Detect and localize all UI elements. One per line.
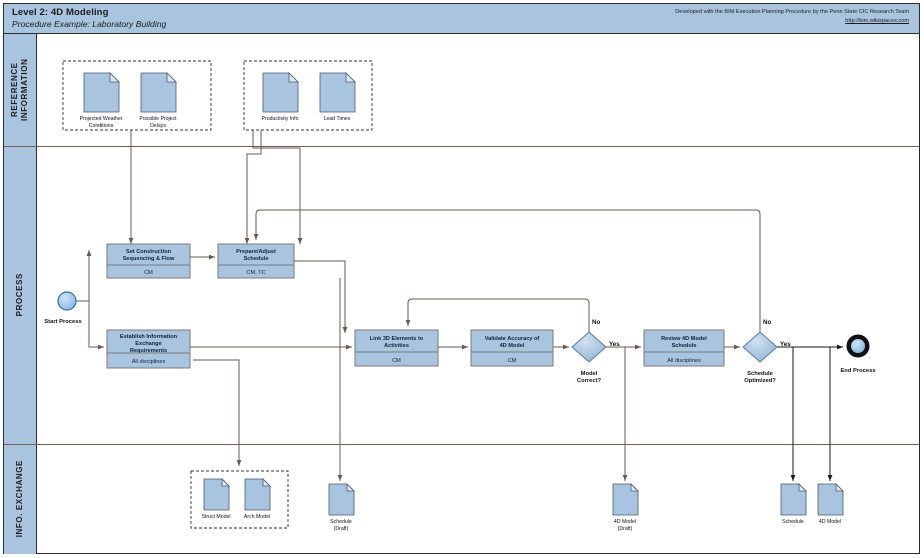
reference-doc-label: Possible Project — [139, 116, 177, 122]
reference-doc-possible-project-delays[interactable]: Possible Project Delays — [139, 72, 177, 129]
reference-doc-label: Projected Weather — [80, 116, 123, 122]
task-set-construction-sequencing[interactable]: Set Construction Sequencing & Flow CM — [106, 243, 191, 279]
exchange-doc-label-line-1: 4D Model — [614, 519, 636, 525]
task-role: CM — [144, 270, 153, 276]
task-title-line-1: Prepare/Adjust — [236, 249, 276, 255]
gateway-label-line-2: Optimized? — [744, 378, 776, 384]
flow-gateway2-no-to-prepare — [253, 209, 761, 332]
reference-doc-projected-weather-conditions[interactable]: Projected Weather Conditions — [80, 72, 123, 129]
exchange-doc-4d-model[interactable]: 4D Model — [817, 483, 844, 525]
flow-models-to-establish — [193, 359, 240, 466]
task-establish-info-exchange-requirements[interactable]: Establish Information Exchange Requireme… — [106, 329, 191, 369]
gateway-label-line-1: Schedule — [747, 371, 774, 377]
task-title-line-1: Review 4D Model — [661, 336, 707, 342]
task-title-line-2: Activities — [384, 343, 409, 349]
reference-doc-label-2: Conditions — [89, 123, 114, 129]
task-title-line-2: Schedule — [244, 256, 269, 262]
task-title-line-3: Requirements — [130, 348, 167, 354]
task-title-line-1: Validate Accuracy of — [485, 336, 540, 342]
page-border — [3, 3, 920, 554]
flow-ref2b-to-prepare-schedule — [252, 130, 303, 244]
lane-label-reference: REFERENCE INFORMATION — [4, 34, 37, 146]
reference-doc-label-2: Delays — [150, 123, 166, 129]
credit-text: Developed with the BIM Execution Plannin… — [675, 9, 909, 15]
exchange-doc-label: Schedule — [782, 519, 804, 525]
flow-start-to-establish-req — [88, 301, 104, 350]
task-validate-accuracy-4d-model[interactable]: Validate Accuracy of 4D Model CM — [470, 329, 554, 367]
task-title-line-1: Set Construction — [126, 249, 172, 255]
gateway-label-line-2: Correct? — [577, 378, 602, 384]
lane-label-process: PROCESS — [4, 146, 37, 444]
gateway-model-correct[interactable]: Model Correct? No Yes — [571, 319, 620, 384]
task-title-line-2: 4D Model — [500, 343, 525, 349]
exchange-doc-label: 4D Model — [819, 519, 841, 525]
reference-doc-label: Lead Times — [324, 116, 351, 122]
lane-label-info-exchange: INFO. EXCHANGE — [4, 444, 37, 554]
exchange-doc-label: Arch Model — [244, 514, 270, 520]
task-title-line-2: Exchange — [135, 341, 161, 347]
page-title: Level 2: 4D Modeling — [12, 7, 109, 18]
reference-doc-label: Productivity Info — [262, 116, 299, 122]
lane-divider-1 — [4, 146, 919, 147]
task-prepare-adjust-schedule[interactable]: Prepare/Adjust Schedule CM, TC — [217, 243, 295, 279]
gateway-no-label: No — [592, 319, 600, 326]
reference-doc-productivity-info[interactable]: Productivity Info — [262, 72, 299, 122]
task-role: CM — [392, 358, 401, 364]
flow-prepare-to-link3d — [294, 260, 348, 333]
gateway-schedule-optimized[interactable]: Schedule Optimized? No Yes — [742, 319, 791, 384]
gateway-label-line-1: Model — [581, 371, 598, 377]
task-role: All disciplines — [667, 358, 701, 364]
exchange-doc-schedule-draft[interactable]: Schedule (Draft) — [328, 483, 355, 532]
event-start-process[interactable]: Start Process — [44, 291, 82, 325]
task-role: All disciplines — [132, 359, 166, 365]
end-event-label: End Process — [840, 368, 875, 374]
task-role: CM — [508, 358, 517, 364]
exchange-doc-label-line-1: Schedule — [330, 519, 352, 525]
task-role: CM, TC — [246, 270, 265, 276]
exchange-doc-schedule[interactable]: Schedule — [780, 483, 807, 525]
exchange-doc-struct-model[interactable]: Struct Model — [201, 478, 231, 520]
start-event-label: Start Process — [44, 319, 81, 325]
gateway-yes-label: Yes — [780, 341, 791, 348]
flow-start-to-set-construction — [76, 250, 92, 302]
task-link-3d-elements-to-activities[interactable]: Link 3D Elements to Activities CM — [354, 329, 439, 367]
task-title-line-1: Link 3D Elements to — [370, 336, 424, 342]
source-link[interactable]: http://bim.wikispaces.com — [845, 18, 909, 24]
event-end-process[interactable]: End Process — [840, 334, 876, 374]
task-title-line-2: Sequencing & Flow — [123, 256, 175, 262]
page-subtitle: Procedure Example: Laboratory Building — [12, 19, 167, 29]
exchange-doc-label-line-2: (Draft) — [334, 526, 349, 532]
reference-doc-lead-times[interactable]: Lead Times — [319, 72, 356, 122]
task-review-4d-model-schedule[interactable]: Review 4D Model Schedule All disciplines — [643, 329, 725, 367]
reference-group-1 — [62, 60, 212, 131]
flow-gateway1-no-to-link3d — [405, 298, 590, 332]
flow-ref2-to-prepare-schedule — [244, 130, 262, 244]
reference-group-2 — [243, 60, 373, 131]
task-title-line-1: Establish Information — [120, 334, 178, 340]
diagram-header: Level 2: 4D Modeling Procedure Example: … — [4, 4, 919, 34]
exchange-group-models — [190, 470, 289, 529]
task-title-line-2: Schedule — [672, 343, 697, 349]
exchange-doc-label: Struct Model — [201, 514, 230, 520]
exchange-doc-arch-model[interactable]: Arch Model — [244, 478, 271, 520]
exchange-doc-label-line-2: (Draft) — [618, 526, 633, 532]
gateway-no-label: No — [763, 319, 771, 326]
exchange-doc-4d-model-draft[interactable]: 4D Model (Draft) — [612, 483, 639, 532]
lane-divider-2 — [4, 444, 919, 445]
gateway-yes-label: Yes — [609, 341, 620, 348]
